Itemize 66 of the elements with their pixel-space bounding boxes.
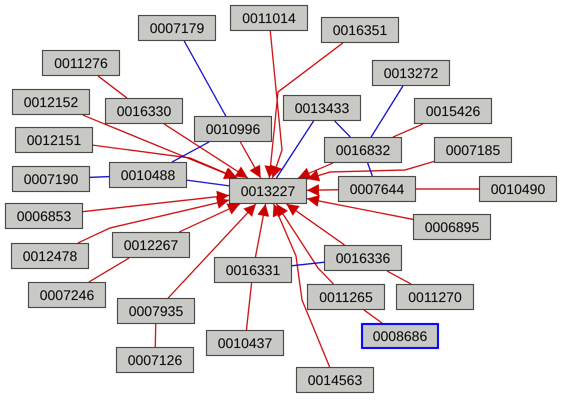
node-box: 0016330 — [105, 98, 183, 124]
connector-line — [292, 262, 324, 266]
connector-line — [186, 180, 230, 186]
arrow — [276, 204, 334, 284]
arrow — [272, 204, 330, 368]
connector-line — [154, 324, 156, 348]
connector-line — [88, 257, 130, 283]
node-box: 0012267 — [112, 232, 190, 258]
arrow — [164, 124, 248, 178]
connector-line — [370, 86, 404, 138]
arrow — [82, 190, 230, 212]
arrow — [240, 142, 262, 178]
node-box: 0006895 — [413, 214, 491, 240]
node-box: 0013272 — [372, 60, 450, 86]
arrow — [178, 203, 240, 233]
connector-line — [392, 123, 424, 138]
node-box: 0011276 — [42, 50, 120, 76]
node-box: 0007644 — [338, 176, 416, 202]
arrow — [286, 204, 345, 246]
node-box: 0013227 — [229, 178, 307, 204]
arrow — [306, 160, 434, 182]
connector-line — [172, 141, 210, 163]
node-box: 0015426 — [414, 98, 492, 124]
arrow — [264, 42, 344, 178]
node-box: 0007190 — [12, 166, 90, 192]
node-box: 0014563 — [296, 367, 374, 393]
node-box: 0016336 — [324, 245, 402, 271]
arrow — [168, 204, 256, 298]
node-box: 0010996 — [194, 116, 272, 142]
connector-line — [416, 188, 479, 190]
node-box: 0011270 — [396, 284, 474, 310]
connector-line — [386, 270, 412, 285]
node-box: 0010437 — [206, 330, 284, 356]
node-box: 0012478 — [11, 243, 89, 269]
node-box: 0016832 — [324, 137, 402, 163]
node-box: 0008686 — [361, 323, 439, 349]
node-box: 0011265 — [307, 284, 385, 310]
node-box: 0007126 — [116, 347, 194, 373]
arrow — [270, 30, 283, 178]
connector-line — [334, 120, 351, 138]
connector-line — [367, 162, 373, 176]
node-box: 0011014 — [230, 5, 308, 31]
node-box: 0006853 — [5, 203, 83, 229]
node-box: 0013433 — [283, 95, 361, 121]
node-box: 0007185 — [434, 137, 512, 163]
arrow — [92, 144, 238, 179]
node-box: 0012151 — [15, 127, 93, 153]
node-box: 0007935 — [117, 298, 195, 324]
node-box: 0007246 — [28, 282, 106, 308]
connector-line — [184, 40, 226, 116]
arrow — [298, 162, 334, 179]
connector-line — [90, 176, 110, 178]
arrow — [78, 197, 230, 244]
arrow — [254, 204, 270, 258]
arrow — [306, 184, 338, 196]
node-box: 0010488 — [109, 162, 187, 188]
arrow — [306, 195, 414, 220]
connector-line — [246, 282, 252, 330]
connector-line — [98, 76, 128, 98]
connector-line — [276, 120, 314, 178]
connector-line — [364, 310, 382, 324]
node-box: 0010490 — [479, 176, 557, 202]
node-box: 0016331 — [214, 257, 292, 283]
node-box: 0016351 — [321, 17, 399, 43]
node-box: 0007179 — [138, 15, 216, 41]
node-box: 0012152 — [12, 89, 90, 115]
